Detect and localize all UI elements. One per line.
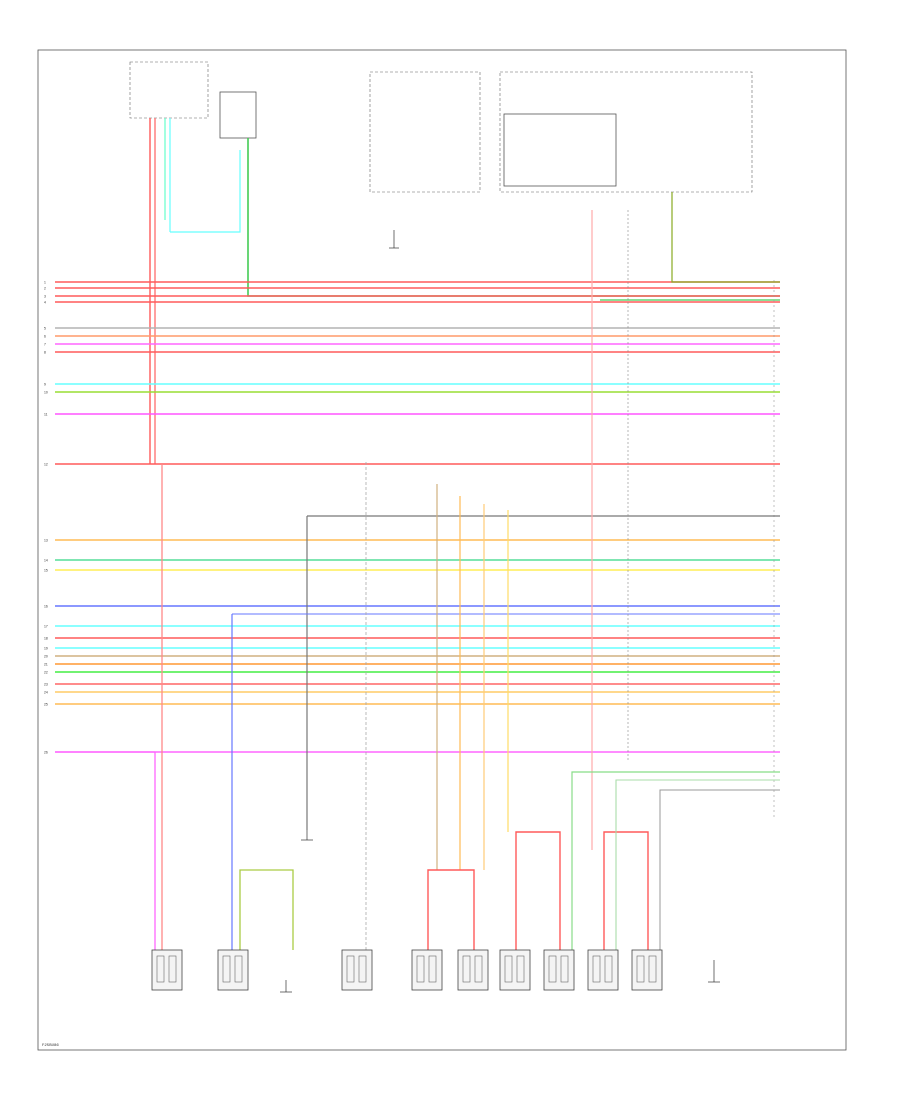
connector-pin: [504, 955, 513, 983]
pin-number: 3: [44, 295, 46, 299]
wire-lightgreen-right: [615, 779, 780, 950]
bottom-connectors: [151, 949, 663, 991]
pin-number: 10: [44, 391, 48, 395]
ground-symbol-bottom-left: [280, 980, 292, 993]
wire-green-right: [571, 771, 780, 950]
bottom-connector-3: [341, 949, 373, 991]
connector-pin: [636, 955, 645, 983]
bottom-connector-2: [217, 949, 249, 991]
connector-pin: [604, 955, 613, 983]
connector-pin: [234, 955, 243, 983]
bottom-connector-1: [151, 949, 183, 991]
connector-pin: [416, 955, 425, 983]
pin-number: 13: [44, 539, 48, 543]
wire-green-top-right: [671, 192, 780, 283]
pin-number: 8: [44, 351, 46, 355]
connector-pin: [156, 955, 165, 983]
bottom-connector-6: [499, 949, 531, 991]
pin-number: 12: [44, 463, 48, 467]
harness-lines: [55, 281, 780, 753]
pin-number: 23: [44, 683, 48, 687]
connector-pin: [474, 955, 483, 983]
connector-pin: [516, 955, 525, 983]
connector-pin: [358, 955, 367, 983]
top-center-relay-box: [369, 71, 481, 193]
top-right-relay-box: [499, 71, 753, 193]
wire-olive-bottom: [239, 869, 294, 950]
figure-code: F25BU86: [42, 1044, 59, 1048]
pin-number: 9: [44, 383, 46, 387]
pin-number: 16: [44, 605, 48, 609]
pin-number: 15: [44, 569, 48, 573]
connector-pin: [592, 955, 601, 983]
wire-red-loop-1: [427, 869, 475, 950]
pin-numbers: 1234567891011121314151617181920212223242…: [44, 281, 48, 755]
pin-number: 21: [44, 663, 48, 667]
ground-symbol-bottom-right: [708, 960, 720, 983]
bottom-connector-4: [411, 949, 443, 991]
pin-number: 26: [44, 751, 48, 755]
pin-number: 20: [44, 655, 48, 659]
pin-number: 14: [44, 559, 48, 563]
diagram-frame: [37, 49, 847, 1051]
pin-number: 6: [44, 335, 46, 339]
connector-pin: [346, 955, 355, 983]
bottom-connector-7: [543, 949, 575, 991]
connector-pin: [648, 955, 657, 983]
wire-red-loop-2: [515, 831, 561, 950]
pin-number: 17: [44, 625, 48, 629]
pin-number: 7: [44, 343, 46, 347]
pin-number: 1: [44, 281, 46, 285]
connector-pin: [462, 955, 471, 983]
bottom-connector-5: [457, 949, 489, 991]
pin-number: 25: [44, 703, 48, 707]
connector-pin: [548, 955, 557, 983]
ground-symbol-top: [389, 230, 399, 249]
top-left-fuse-block: [219, 91, 257, 139]
connector-pin: [168, 955, 177, 983]
wire-red-loop-3: [603, 831, 649, 950]
pin-number: 19: [44, 647, 48, 651]
pin-number: 2: [44, 287, 46, 291]
bottom-connector-8: [587, 949, 619, 991]
connector-pin: [222, 955, 231, 983]
connector-pin: [428, 955, 437, 983]
wire-gray-right: [659, 789, 780, 950]
pin-number: 22: [44, 671, 48, 675]
connector-pin: [560, 955, 569, 983]
pin-number: 24: [44, 691, 48, 695]
pin-number: 11: [44, 413, 48, 417]
pin-number: 4: [44, 301, 46, 305]
bottom-connector-9: [631, 949, 663, 991]
wire-green-bus: [247, 138, 780, 297]
top-left-module-box: [129, 61, 209, 119]
top-right-inner-box: [503, 113, 617, 187]
ground-symbol-center: [301, 830, 313, 841]
pin-number: 5: [44, 327, 46, 331]
pin-number: 18: [44, 637, 48, 641]
wire-cyan-down: [170, 150, 241, 233]
